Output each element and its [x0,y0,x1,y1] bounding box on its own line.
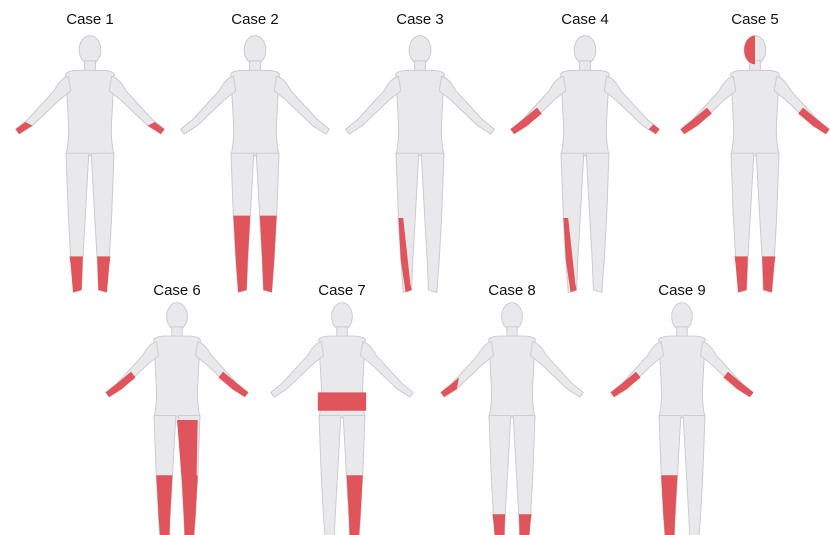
case-1-figure [16,36,165,293]
case-7-label: Case 7 [318,282,366,299]
case-3-label: Case 3 [396,11,444,28]
case-8-figure [441,303,584,535]
case-9-label: Case 9 [658,282,706,299]
case-6-label: Case 6 [153,282,201,299]
highlight-region-left-foot [735,256,748,292]
highlight-region-left-forearm-hand [106,372,136,397]
human-body-icon [346,36,495,293]
case-1-label: Case 1 [66,11,114,28]
human-body-icon [681,36,830,293]
human-body-icon [511,36,660,293]
human-body-icon [441,303,584,535]
highlight-region-waist-band [318,392,366,410]
case-3-figure [346,36,495,293]
highlight-region-left-foot [70,256,83,292]
highlight-region-right-forearm-hand [798,108,829,134]
case-4-label: Case 4 [561,11,609,28]
human-body-icon [16,36,165,293]
case-7-figure [271,303,414,535]
case-5-figure [681,36,830,293]
case-8-label: Case 8 [488,282,536,299]
highlight-region-right-forearm-hand [723,372,753,397]
case-6-figure [106,303,249,535]
highlight-region-left-forearm-hand [681,108,712,134]
case-5-label: Case 5 [731,11,779,28]
case-2-label: Case 2 [231,11,279,28]
human-body-icon [181,36,330,293]
human-body-icon [106,303,249,535]
highlight-region-right-foot [97,256,110,292]
highlight-region-left-forearm-hand [511,108,542,134]
highlight-region-left-lower-leg [233,216,250,293]
highlight-region-left-forearm-hand [611,372,641,397]
highlight-region-right-forearm-partial [441,377,459,397]
human-body-icon [611,303,754,535]
case-2-figure [181,36,330,293]
highlight-region-left-thigh [177,420,198,478]
highlight-region-right-foot [762,256,775,292]
highlight-region-head-half [744,36,755,65]
highlight-region-right-lower-leg [260,216,277,293]
case-4-figure [511,36,660,293]
highlight-region-right-forearm-hand [218,372,248,397]
case-9-figure [611,303,754,535]
human-body-icon [271,303,414,535]
